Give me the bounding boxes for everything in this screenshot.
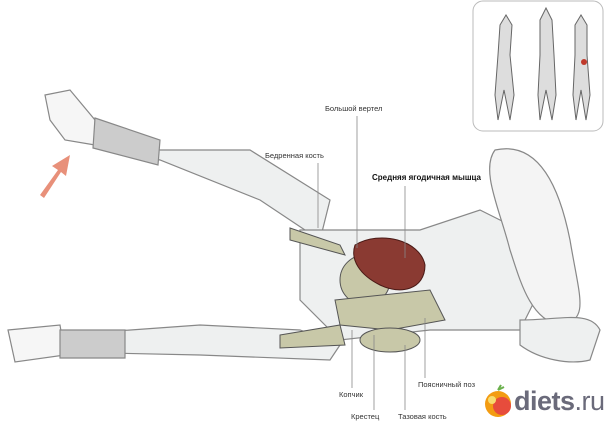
label-pelvic-bone: Тазовая кость	[398, 412, 447, 421]
apple-icon	[485, 384, 511, 417]
diets-logo[interactable]: diets.ru	[482, 384, 604, 418]
label-coccyx: Копчик	[339, 390, 363, 399]
label-lumbar-vertebra: Поясничный поз	[418, 380, 476, 389]
label-gluteus-medius: Средняя ягодичная мышца	[372, 173, 481, 182]
logo-tld: .ru	[574, 385, 604, 416]
figure	[7, 89, 601, 363]
inset-muscle-figures	[494, 6, 591, 121]
leader-lines	[317, 116, 426, 410]
logo-name: diets	[514, 385, 575, 416]
label-femur: Бедренная кость	[265, 151, 324, 160]
gluteus-medius-muscle	[353, 237, 426, 291]
label-greater-trochanter: Большой вертел	[325, 104, 383, 113]
arrow-up-icon	[40, 155, 70, 198]
label-sacrum: Крестец	[351, 412, 380, 421]
